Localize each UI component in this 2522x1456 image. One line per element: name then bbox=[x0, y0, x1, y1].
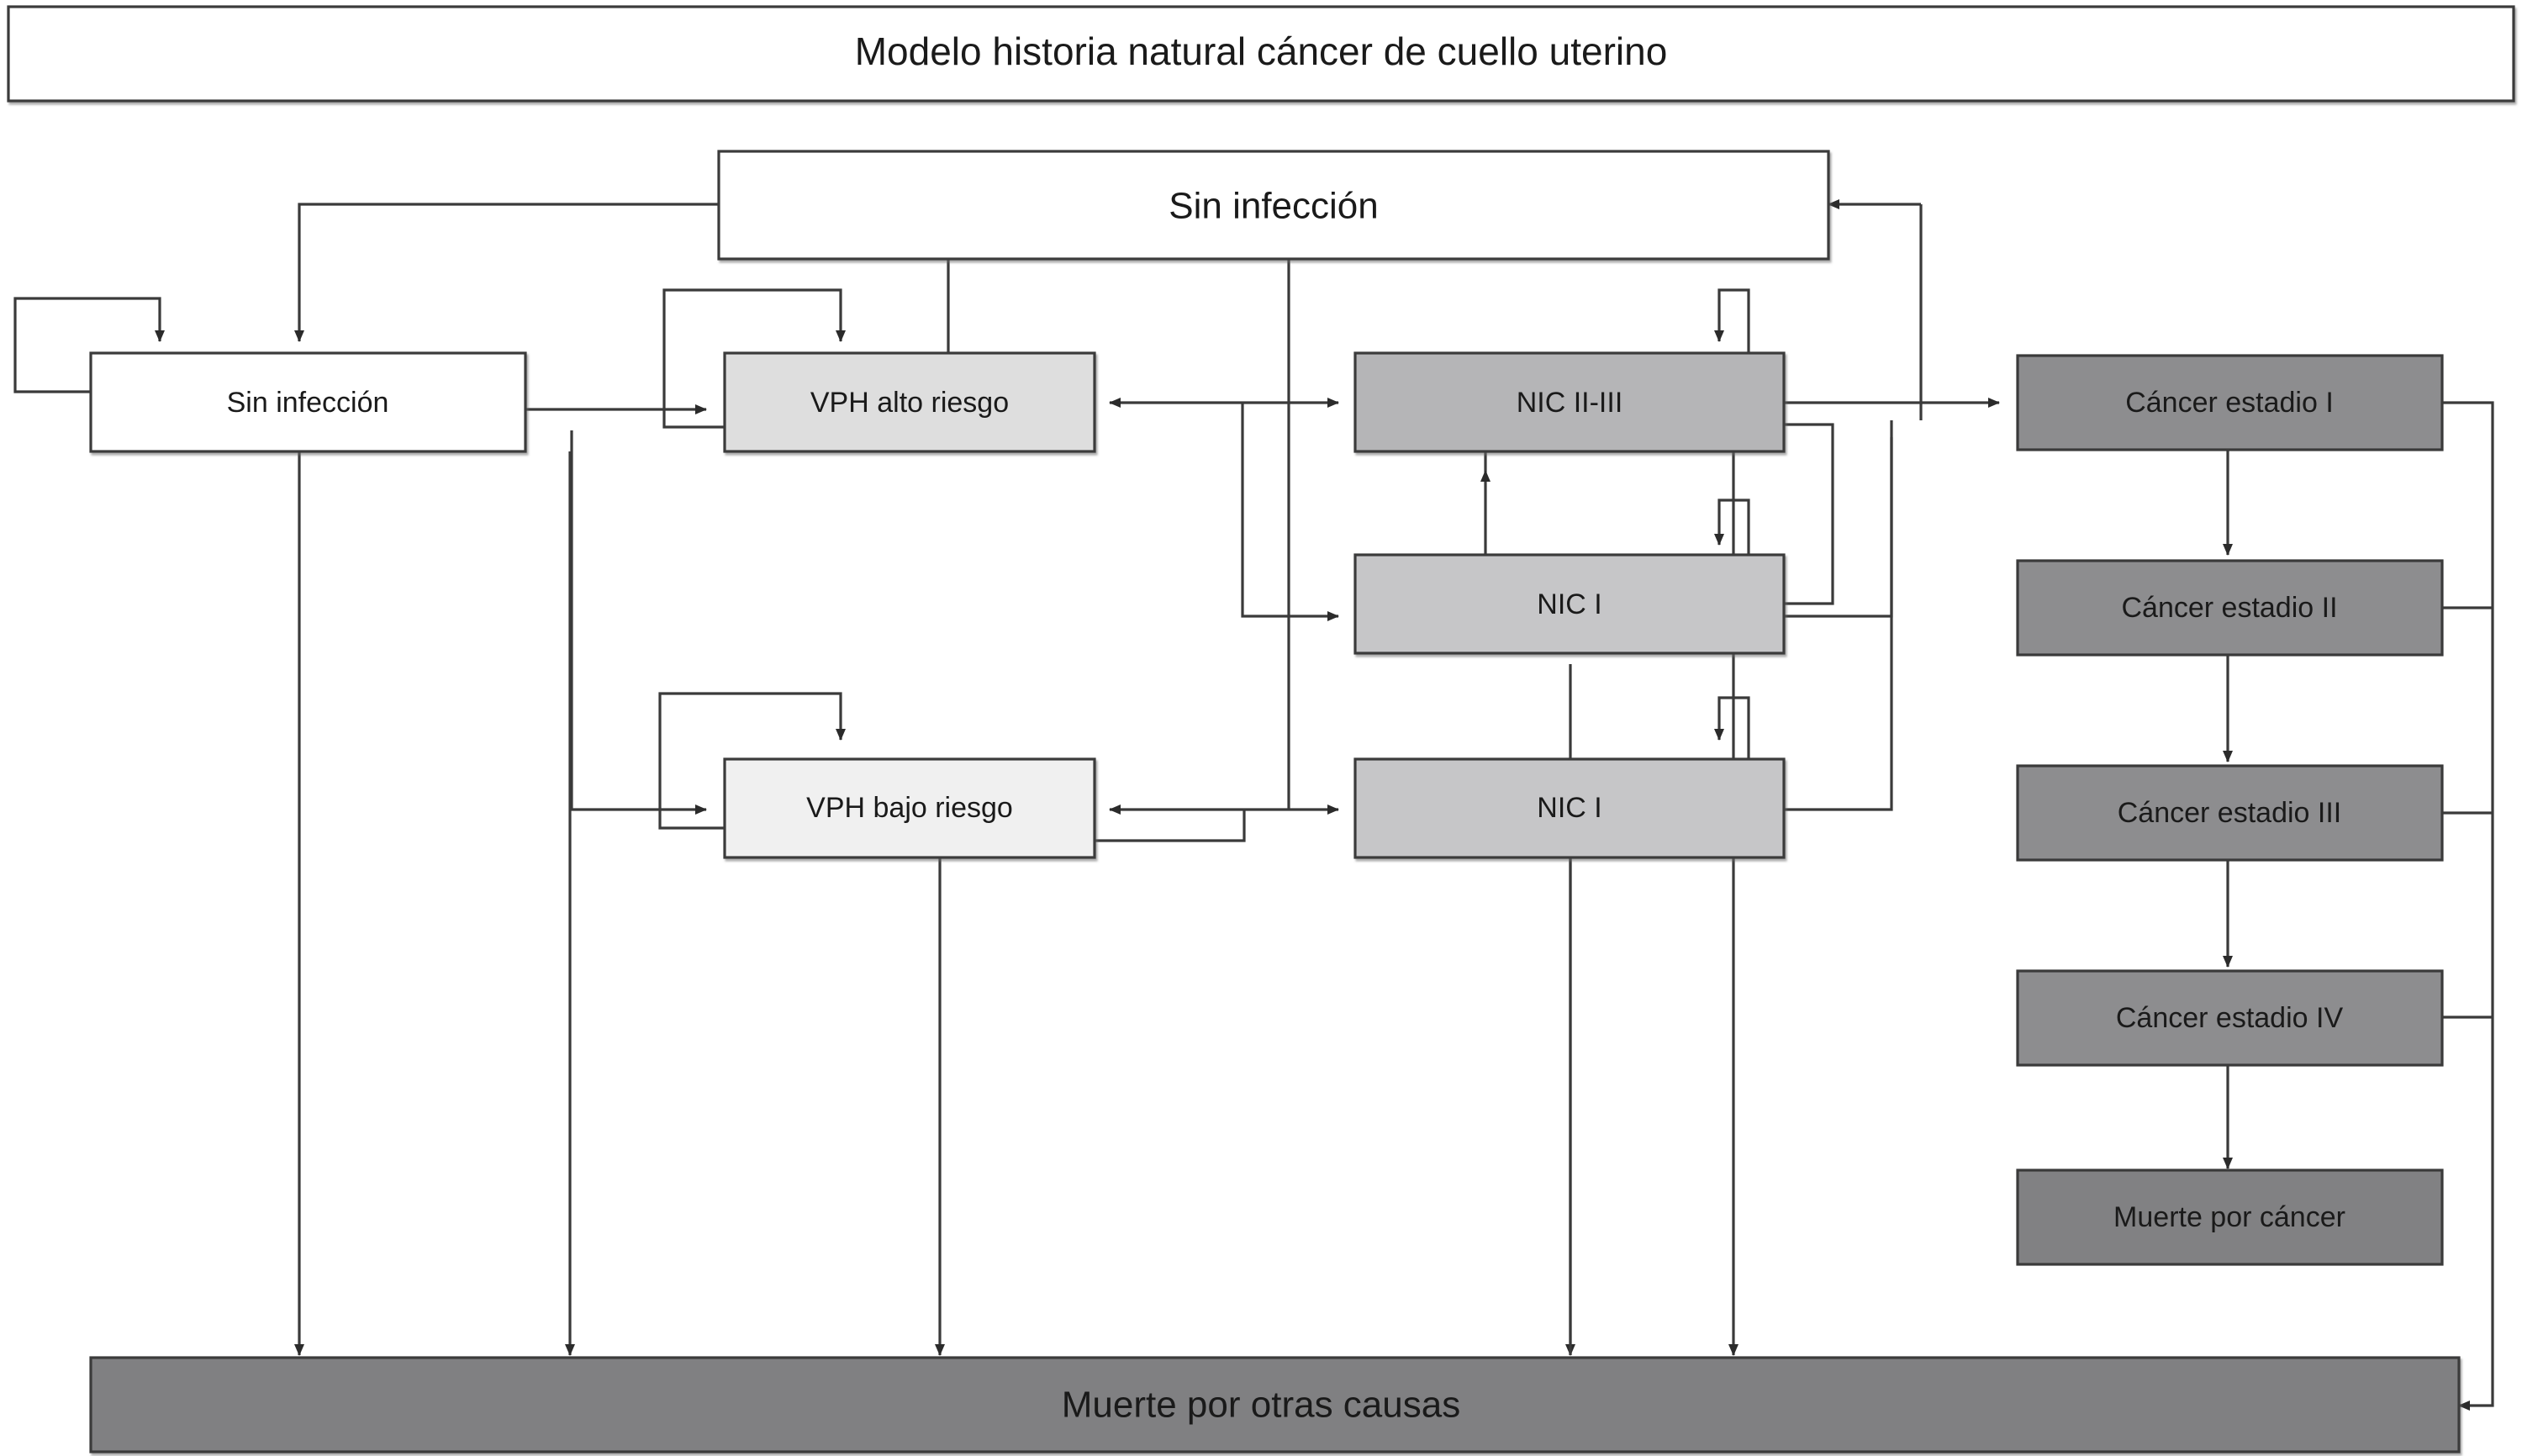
edge-self-loop-vph-alto bbox=[662, 288, 846, 429]
node-nic-2-3[interactable]: NIC II-III bbox=[1353, 351, 1786, 453]
node-muerte-por-cancer[interactable]: Muerte por cáncer bbox=[2016, 1168, 2444, 1266]
edge-vph-bajo-return-stub bbox=[1095, 810, 1246, 842]
node-label-cancer-estadio-3: Cáncer estadio III bbox=[2118, 797, 2341, 829]
edge-self-loop-vph-bajo bbox=[658, 692, 846, 830]
node-nic-1-lower[interactable]: NIC I bbox=[1353, 757, 1786, 859]
node-label-cancer-estadio-1: Cáncer estadio I bbox=[2125, 387, 2334, 419]
edge-vph-alto-to-nic1-upper bbox=[1241, 403, 1339, 621]
node-cancer-estadio-3[interactable]: Cáncer estadio III bbox=[2016, 764, 2444, 862]
connector-layer bbox=[13, 199, 2494, 1411]
node-muerte-por-otras-causas[interactable]: Muerte por otras causas bbox=[89, 1356, 2461, 1453]
node-label-muerte-por-cancer: Muerte por cáncer bbox=[2113, 1201, 2345, 1233]
title-bar: Modelo historia natural cáncer de cuello… bbox=[7, 5, 2515, 103]
node-top-sin-infeccion[interactable]: Sin infección bbox=[717, 150, 1830, 261]
node-label-nic-1-upper: NIC I bbox=[1537, 588, 1601, 620]
node-label-left-sin-infeccion: Sin infección bbox=[227, 387, 389, 419]
node-vph-bajo-riesgo[interactable]: VPH bajo riesgo bbox=[723, 757, 1096, 859]
node-cancer-estadio-4[interactable]: Cáncer estadio IV bbox=[2016, 969, 2444, 1067]
node-label-cancer-estadio-4: Cáncer estadio IV bbox=[2116, 1002, 2344, 1034]
node-nic-1-upper[interactable]: NIC I bbox=[1353, 553, 1786, 655]
node-label-cancer-estadio-2: Cáncer estadio II bbox=[2121, 592, 2337, 624]
node-label-muerte-por-otras-causas: Muerte por otras causas bbox=[1062, 1385, 1460, 1426]
node-label-vph-bajo-riesgo: VPH bajo riesgo bbox=[806, 792, 1013, 824]
edge-sinfeccion-to-vph-bajo bbox=[570, 430, 707, 815]
node-cancer-estadio-1[interactable]: Cáncer estadio I bbox=[2016, 354, 2444, 451]
node-cancer-estadio-2[interactable]: Cáncer estadio II bbox=[2016, 559, 2444, 657]
node-label-nic-1-lower: NIC I bbox=[1537, 792, 1601, 824]
edge-cancer1-to-muerte-otras bbox=[2442, 401, 2494, 1411]
node-left-sin-infeccion[interactable]: Sin infección bbox=[89, 351, 527, 453]
node-label-top-sin-infeccion: Sin infección bbox=[1169, 186, 1378, 227]
node-vph-alto-riesgo[interactable]: VPH alto riesgo bbox=[723, 351, 1096, 453]
page-title: Modelo historia natural cáncer de cuello… bbox=[855, 29, 1668, 73]
node-label-vph-alto-riesgo: VPH alto riesgo bbox=[810, 387, 1009, 419]
edge-top-sinfeccion-to-left-sinfeccion bbox=[294, 203, 719, 342]
node-label-nic-2-3: NIC II-III bbox=[1517, 387, 1623, 419]
edge-self-loop-left-sin-infeccion bbox=[13, 297, 165, 393]
